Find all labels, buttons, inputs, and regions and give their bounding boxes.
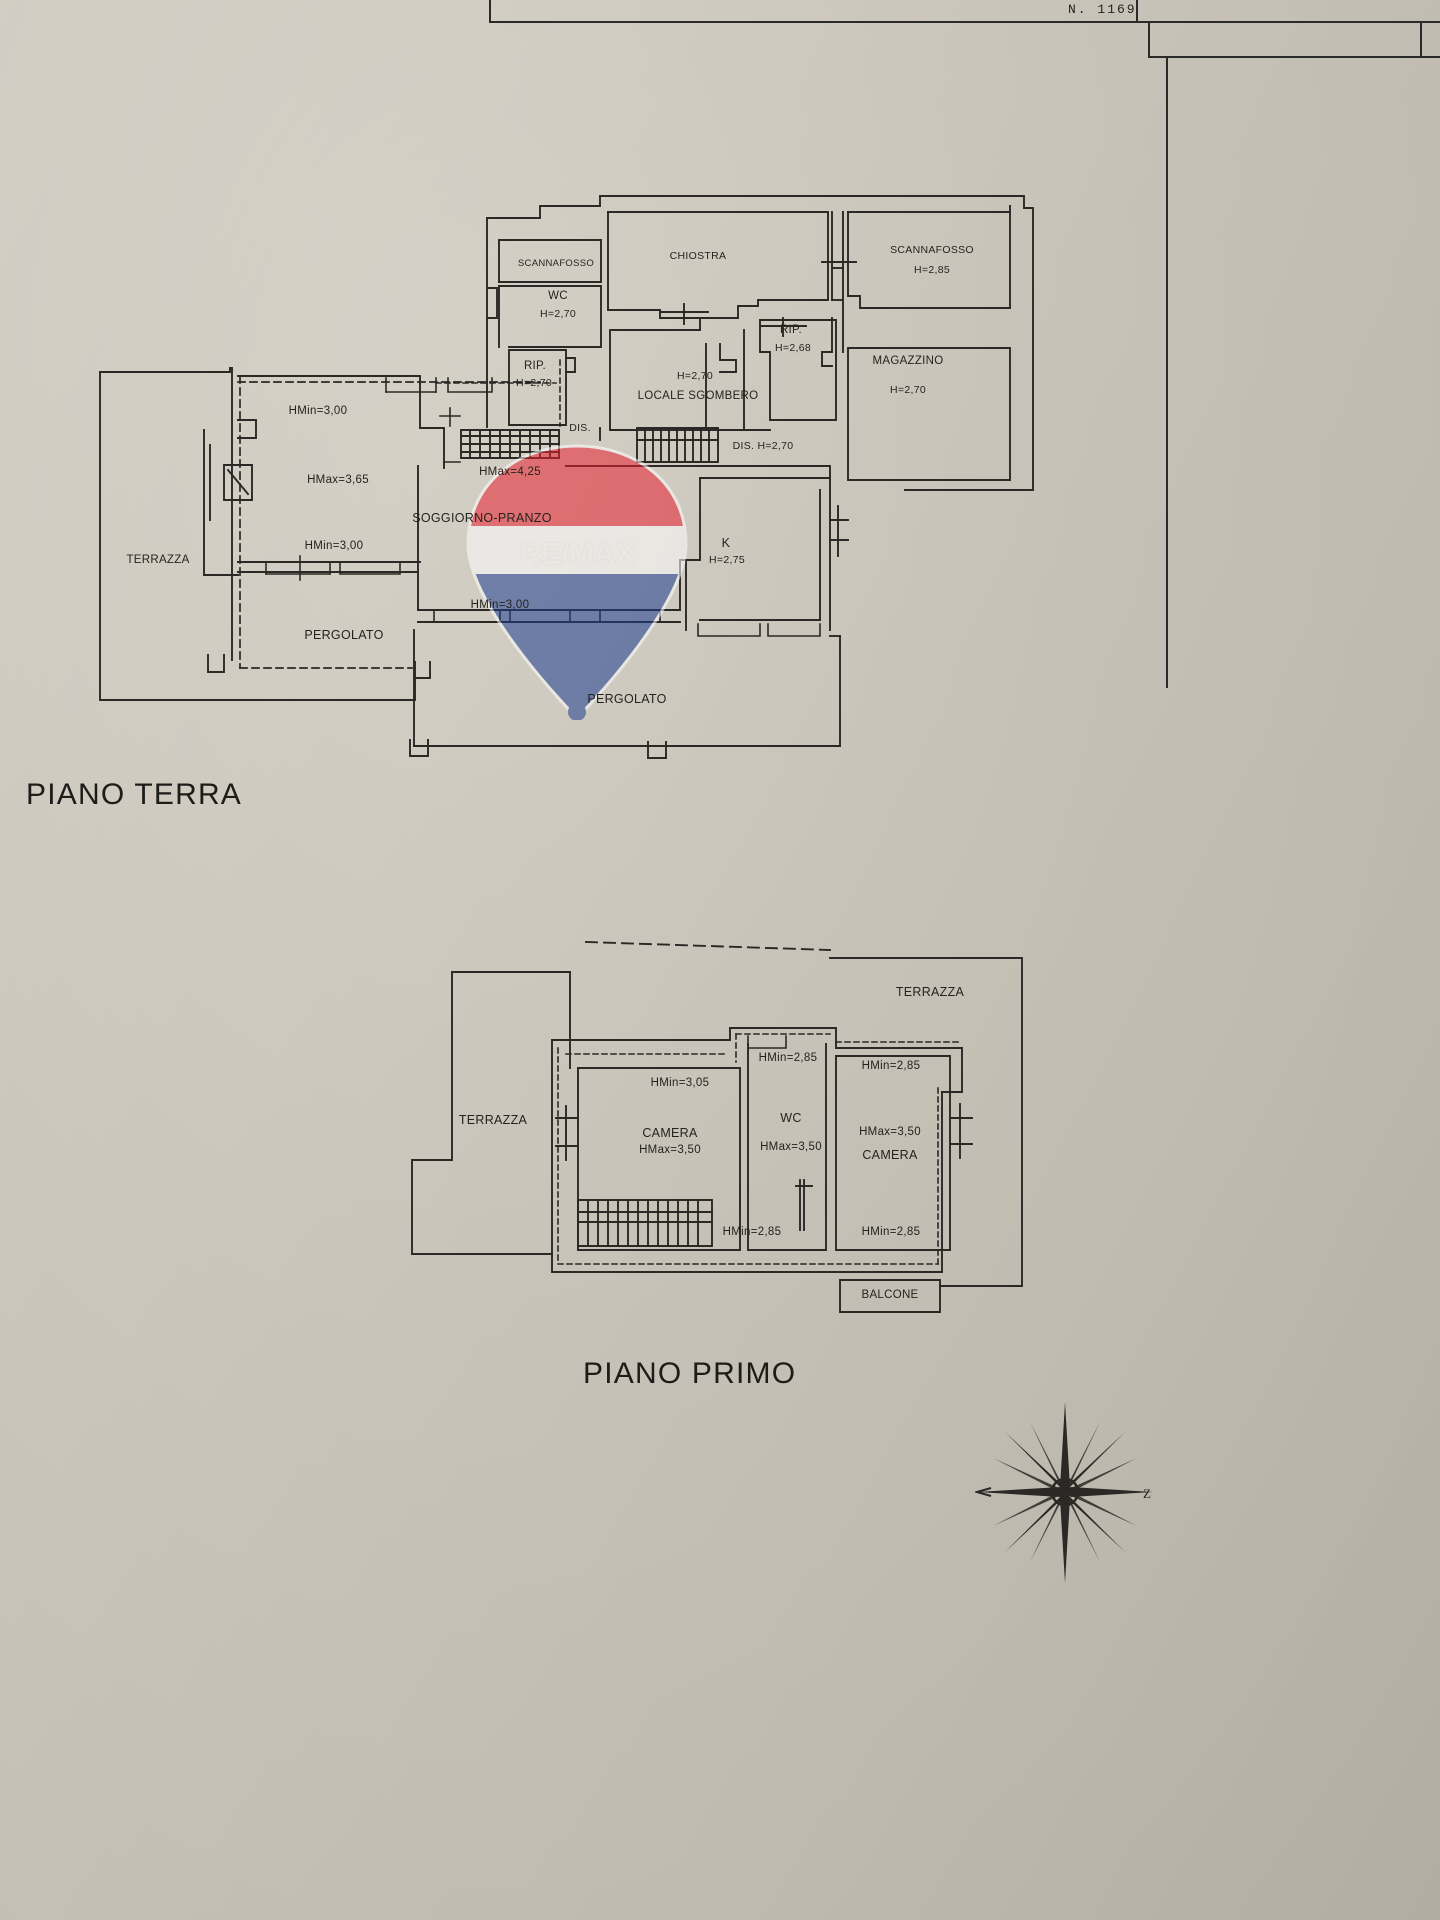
- room-label-camera-left: CAMERA: [642, 1126, 698, 1140]
- room-label-camera-right: CAMERA: [862, 1148, 918, 1162]
- sheet-border-top: [489, 21, 1440, 23]
- room-label-terrazza-upper-right: TERRAZZA: [895, 985, 965, 999]
- room-label-dis-right: DIS. H=2,70: [732, 440, 794, 452]
- room-label-rip-270: RIP.: [523, 360, 547, 372]
- dimension-hmax-365: HMax=3,65: [307, 474, 369, 486]
- room-label-soggiorno-pranzo: SOGGIORNO-PRANZO: [412, 511, 552, 525]
- room-label-scannafosso-left: SCANNAFOSSO: [517, 258, 595, 269]
- compass-label-east: Z: [1143, 1486, 1151, 1501]
- room-label-locale-sgombero: LOCALE SGOMBERO: [637, 390, 759, 402]
- dimension-hmax-350-left: HMax=3,50: [639, 1144, 701, 1156]
- dimension-hmin-300-mid: HMin=3,00: [304, 540, 364, 552]
- room-label-rip-268: RIP.: [779, 324, 803, 336]
- compass-rose: Z: [973, 1400, 1155, 1585]
- dimension-hmin-305: HMin=3,05: [650, 1077, 710, 1089]
- room-height-magazzino: H=2,70: [890, 384, 926, 396]
- dimension-hmax-350-wc: HMax=3,50: [760, 1141, 822, 1153]
- dimension-hmax-350-right: HMax=3,50: [859, 1126, 921, 1138]
- room-label-magazzino: MAGAZZINO: [872, 355, 944, 367]
- room-height-scannafosso-right: H=2,85: [914, 264, 950, 276]
- sheet-border-bottom-right: [1148, 56, 1440, 58]
- room-label-terrazza-ground: TERRAZZA: [126, 554, 190, 566]
- room-label-dis-left: DIS.: [569, 422, 591, 434]
- sheet-border-right-inner: [1148, 22, 1150, 56]
- room-label-wc-ground: WC: [548, 290, 568, 302]
- sheet-number: N. 1169: [1068, 2, 1137, 17]
- dimension-hmin-285-a: HMin=2,85: [758, 1052, 818, 1064]
- dimension-hmin-285-b: HMin=2,85: [861, 1060, 921, 1072]
- room-label-wc-first: WC: [780, 1111, 802, 1125]
- floor-title-ground: PIANO TERRA: [26, 778, 243, 811]
- room-label-pergolato-left: PERGOLATO: [304, 628, 384, 642]
- room-height-rip-270: H=2,70: [516, 377, 552, 389]
- sheet-fold-right: [1166, 58, 1168, 688]
- sheet-border-vertical-left: [489, 0, 491, 22]
- room-label-kitchen: K: [721, 536, 731, 550]
- room-label-balcone: BALCONE: [861, 1289, 919, 1301]
- room-height-kitchen: H=2,75: [709, 554, 745, 566]
- room-label-chiostra: CHIOSTRA: [669, 250, 727, 262]
- room-height-rip-268: H=2,68: [775, 342, 811, 354]
- dimension-hmin-300-low: HMin=3,00: [470, 599, 530, 611]
- dimension-hmin-300-top: HMin=3,00: [288, 405, 348, 417]
- dimension-hmin-285-c: HMin=2,85: [722, 1226, 782, 1238]
- floor-title-first: PIANO PRIMO: [583, 1357, 797, 1390]
- room-label-terrazza-upper-left: TERRAZZA: [458, 1113, 528, 1127]
- room-label-scannafosso-right: SCANNAFOSSO: [890, 244, 974, 256]
- sheet-border-vertical-right: [1136, 0, 1138, 22]
- sheet-border-right-edge: [1420, 22, 1422, 58]
- room-height-locale-sgombero: H=2,70: [677, 370, 713, 382]
- dimension-hmax-425: HMax=4,25: [479, 466, 541, 478]
- dimension-hmin-285-d: HMin=2,85: [861, 1226, 921, 1238]
- room-label-pergolato-right: PERGOLATO: [587, 692, 667, 706]
- room-height-wc-ground: H=2,70: [540, 308, 576, 320]
